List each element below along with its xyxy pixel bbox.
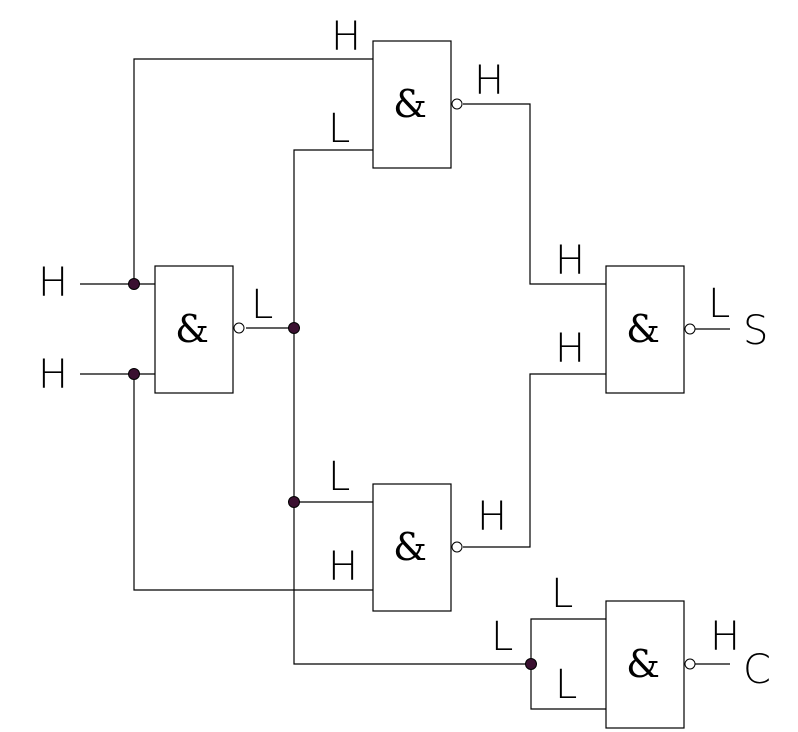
output-name-s: S	[743, 308, 768, 354]
label-s-value: L	[708, 281, 730, 327]
label-gate2-in-bottom: L	[328, 106, 350, 152]
junctions	[128, 278, 537, 670]
gate-4-symbol: &	[626, 307, 660, 351]
gate-3: &	[372, 483, 463, 612]
gate-2-inverter-bubble	[451, 98, 463, 110]
gate-1-body	[154, 265, 234, 394]
label-input-b: H	[38, 352, 68, 398]
gate-4-inverter-bubble	[684, 323, 696, 335]
wire-gate3-to-gate4	[463, 373, 606, 548]
output-names: S C	[743, 308, 771, 693]
junction-input-a	[128, 278, 140, 290]
gate-3-inverter-bubble	[451, 541, 463, 553]
label-c-value: H	[710, 614, 740, 660]
label-gate1-out: L	[251, 282, 273, 328]
junction-bus-gate3	[288, 496, 300, 508]
gate-1-inverter-bubble	[233, 322, 245, 334]
gate-3-symbol: &	[393, 525, 427, 569]
gate-1: &	[154, 265, 245, 394]
label-gate4-in-bottom: H	[555, 326, 585, 372]
junction-c-split	[525, 658, 537, 670]
gate-2-body	[372, 40, 452, 169]
junction-input-b	[128, 368, 140, 380]
wire-gate1-bus	[293, 149, 531, 665]
wire-gate2-to-gate4	[463, 103, 606, 285]
gate-5: &	[605, 600, 696, 729]
label-gate3-out: H	[477, 494, 507, 540]
gate-4-body	[605, 265, 685, 394]
gate-4: &	[605, 265, 696, 394]
junction-gate1-out	[288, 322, 300, 334]
label-gate3-in-bottom: H	[328, 544, 358, 590]
output-name-c: C	[743, 647, 771, 693]
gate-5-inverter-bubble	[684, 658, 696, 670]
gate-2: &	[372, 40, 463, 169]
label-gate2-out: H	[474, 58, 504, 104]
wires	[80, 58, 730, 710]
label-gate4-in-top: H	[555, 238, 585, 284]
wire-a-to-gate2	[133, 58, 373, 284]
label-gate5-in-bottom: L	[555, 662, 577, 708]
gate-5-symbol: &	[626, 642, 660, 686]
label-gate3-in-top: L	[328, 454, 350, 500]
gate-5-body	[605, 600, 685, 729]
gate-1-symbol: &	[175, 307, 209, 351]
level-labels: H H L H L H L H H H H L L L L H	[38, 14, 740, 708]
label-gate2-in-top: H	[331, 14, 361, 60]
gate-2-symbol: &	[393, 82, 427, 126]
label-input-a: H	[38, 260, 68, 306]
wire-b-to-gate3	[133, 374, 373, 591]
gate-3-body	[372, 483, 452, 612]
label-gate5-in-top: L	[551, 571, 573, 617]
label-c-wire: L	[491, 614, 513, 660]
